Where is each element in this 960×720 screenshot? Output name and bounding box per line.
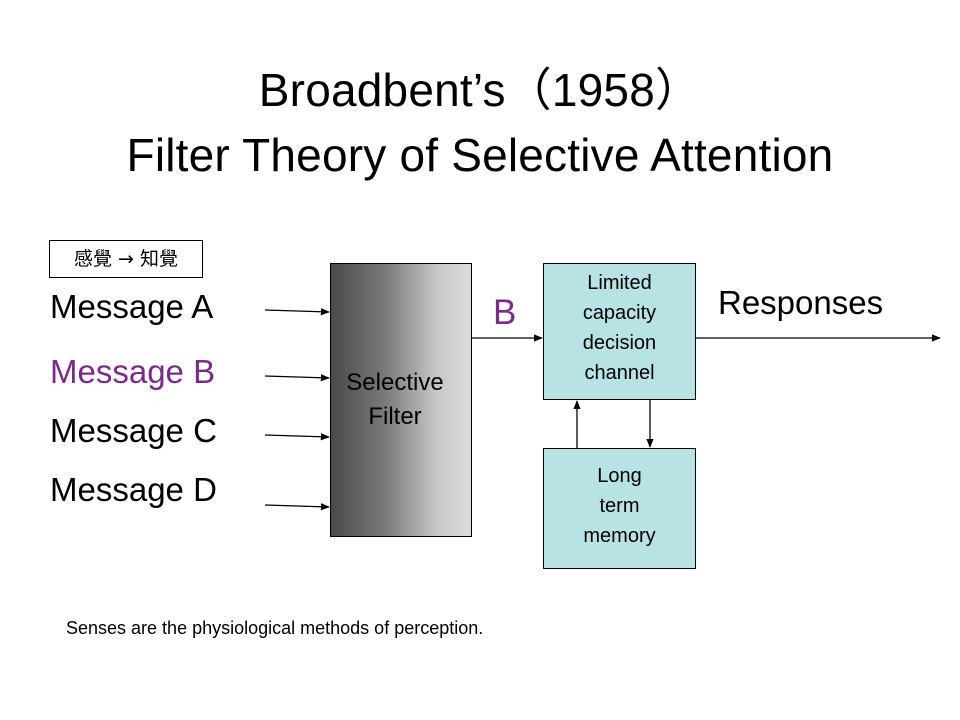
memory-line-2: term <box>599 495 640 517</box>
arrow-message-a <box>264 308 330 316</box>
footnote: Senses are the physiological methods of … <box>66 618 484 638</box>
responses-label: Responses <box>718 284 884 321</box>
arrow-message-d <box>264 503 330 511</box>
message-b-label: Message B <box>50 353 216 390</box>
filter-label-line-2: Filter <box>368 403 422 430</box>
decision-line-1: Limited <box>587 272 652 294</box>
memory-line-3: memory <box>583 525 656 547</box>
title-line-1: Broadbent’s（1958） <box>258 64 702 116</box>
arrow-message-b <box>264 374 330 382</box>
selective-filter-box <box>330 263 472 537</box>
memory-line-1: Long <box>597 465 642 487</box>
message-d-label: Message D <box>50 471 217 508</box>
decision-line-4: channel <box>584 362 655 384</box>
decision-line-3: decision <box>582 332 657 354</box>
title-line-2: Filter Theory of Selective Attention <box>126 129 834 181</box>
decision-line-2: capacity <box>582 302 657 324</box>
decision-channel-box: Limited capacity decision channel <box>543 263 696 400</box>
filter-label-line-1: Selective <box>346 369 444 396</box>
sensation-perception-tag: 感覺 → 知覺 <box>49 240 203 278</box>
long-term-memory-box: Long term memory <box>543 448 696 569</box>
message-c-label: Message C <box>50 412 217 449</box>
arrow-message-c <box>264 433 330 441</box>
selective-filter-label: Selective Filter <box>330 366 460 434</box>
channel-b-label: B <box>493 293 517 332</box>
message-a-label: Message A <box>50 288 214 325</box>
